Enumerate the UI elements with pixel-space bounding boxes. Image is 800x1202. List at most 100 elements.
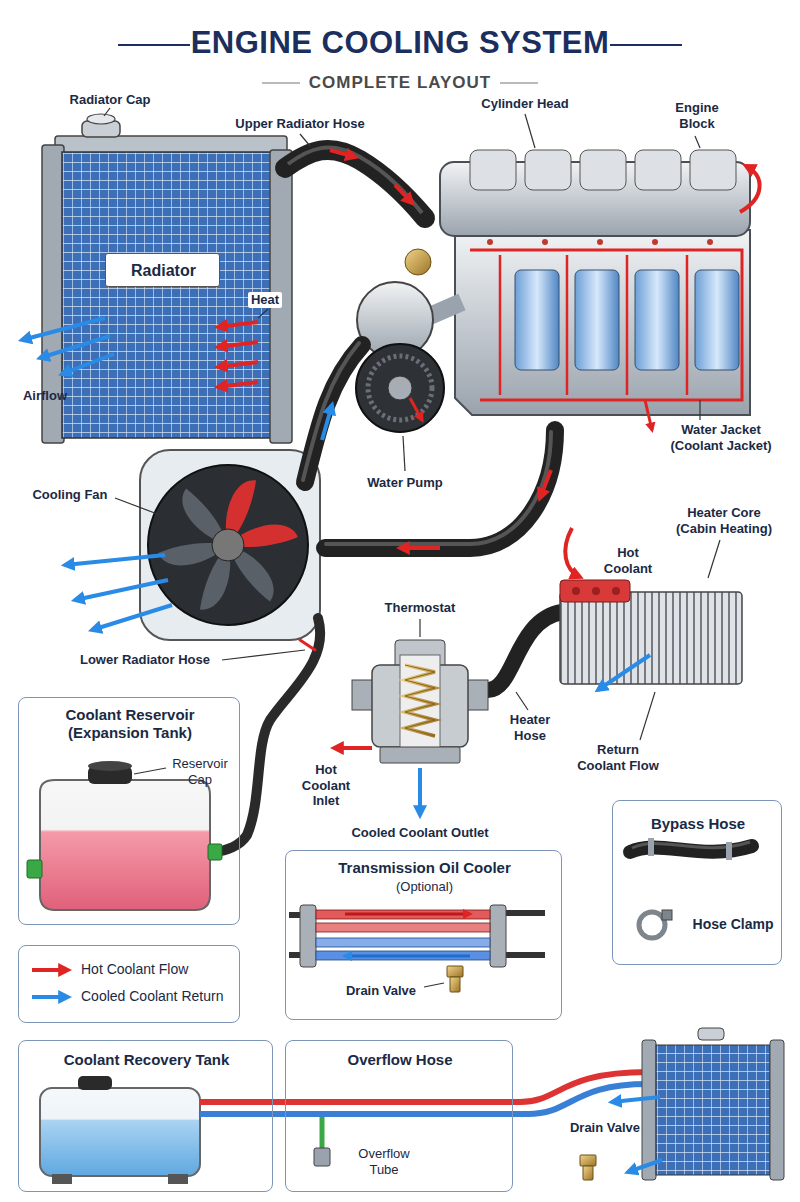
node-heading: Coolant Recovery Tank [19,1051,274,1069]
water-pump-part [388,376,412,400]
part-label: Hot Coolant Inlet [296,762,356,809]
radiator [42,114,292,443]
overflow-hoses [200,1072,648,1166]
heat-arrows-part [218,382,258,387]
cooling-fan-part [212,529,244,561]
upper-radiator-hose [285,148,425,218]
legend-box: Hot Coolant FlowCooled Coolant Return [18,945,240,1023]
fan-airflow-arrows-part [92,605,172,630]
leader-lines-part [258,309,268,318]
part-label: Upper Radiator Hose [225,116,375,132]
bypass-hose-part [726,842,732,860]
leader-lines-part [640,692,655,740]
water-pump-part [356,344,444,432]
engine-part [405,249,431,275]
transmission-oil-cooler-part [289,915,300,955]
engine-part [487,239,713,245]
part-label: Return Coolant Flow [572,742,664,773]
fan-airflow-arrows-part [75,580,168,600]
small-radiator-part [628,1160,662,1172]
engine-part [455,230,750,415]
legend-arrows-part [32,968,68,972]
engine-part [500,255,687,395]
engine-part-part [487,239,493,245]
engine-part [695,270,739,370]
part-label: Heater Core (Cabin Heating) [668,505,780,536]
thermostat-part [418,768,422,815]
node-text: Overflow Tube [348,1146,420,1177]
panel-box: Coolant Recovery Tank [18,1040,273,1192]
airflow-arrows-part [22,318,105,340]
part-label: Radiator Cap [55,92,165,108]
part-label: Cylinder Head [470,96,580,112]
leader-lines-part [300,134,310,146]
part-label: Lower Radiator Hose [70,652,220,668]
water-pump [356,282,462,432]
engine-part-part [707,239,713,245]
transmission-oil-cooler [289,905,545,992]
legend-text: Cooled Coolant Return [81,988,223,1005]
heater-core-part [612,587,620,595]
hose-flow-arrows-part [540,470,551,498]
part-label: Water Pump [355,475,455,491]
fan-airflow-arrows-part [65,555,165,565]
legend-arrows [32,970,68,997]
engine [405,150,760,430]
engine-part-part [542,239,548,245]
thermostat-part [405,665,435,736]
node-text: (Optional) [286,879,563,895]
panel-box: Transmission Oil Cooler(Optional)Drain V… [285,850,562,1020]
heat-arrows-part [218,322,258,327]
small-radiator-part [642,1040,656,1180]
airflow-arrows-part [40,336,110,358]
heater-core-part [572,587,580,595]
part-label: Thermostat [370,600,470,616]
small-radiator [580,1028,784,1180]
transmission-oil-cooler-part [345,913,470,916]
heater-core-part [592,587,600,595]
small-radiator-part [583,1166,593,1180]
hoses-part [303,343,359,480]
recovery-tank-part [40,1088,200,1176]
upper-radiator-hose-part [288,148,422,213]
recovery-tank-part [52,1174,72,1184]
small-radiator-part [612,1097,660,1102]
small-radiator-part [580,1155,596,1166]
node-heading: Radiator [106,261,221,280]
label-box: Radiator [105,253,220,287]
engine-part [575,270,619,370]
transmission-oil-cooler-part [316,910,490,919]
node-heading: Bypass Hose [613,815,783,833]
coolant-reservoir-part [208,844,222,860]
leader-lines-part [104,108,110,116]
thermostat-part [405,665,435,736]
leader-lines-part [424,983,444,987]
heat-arrows [218,322,258,387]
legend-arrows-part [32,995,68,999]
part-label: Airflow [10,388,80,404]
hose-flow-arrows-part [322,405,332,440]
engine-part [635,150,681,190]
engine-part [580,150,626,190]
coolant-reservoir-part [27,860,42,878]
transmission-oil-cooler-part [490,905,506,967]
leader-lines-part [525,114,535,148]
transmission-oil-cooler-part [316,938,490,947]
node-text: Reservoir Cap [164,756,236,787]
engine-part [740,166,760,212]
heat-arrows-part [218,342,258,347]
heater-core-part [560,580,630,602]
upper-radiator-hose-part [395,185,412,203]
hoses-part [305,345,362,482]
heat-arrows-part [218,362,258,367]
cooling-fan-part [148,465,308,625]
engine-part-part [652,239,658,245]
overflow-hoses-part [200,1084,648,1114]
transmission-oil-cooler-part [447,966,463,977]
panel-box: Overflow HoseOverflow Tube [285,1040,513,1192]
thermostat-part [380,747,460,763]
thermostat-part [400,655,440,750]
hoses-part [214,618,320,852]
node-heading: Coolant Reservoir (Expansion Tank) [45,706,215,742]
